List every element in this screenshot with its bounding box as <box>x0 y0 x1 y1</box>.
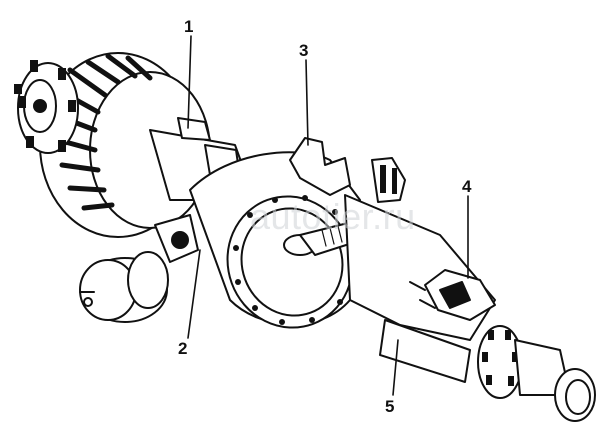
differential-housing <box>189 151 369 329</box>
callout-3: 3 <box>299 41 309 60</box>
leader-2 <box>187 249 201 339</box>
leader-lines <box>187 35 469 396</box>
upper-bracket <box>289 137 406 203</box>
spindle-right <box>477 325 596 422</box>
callout-2: 2 <box>178 339 188 358</box>
leader-1 <box>187 35 192 129</box>
spring-seat-right <box>424 269 496 321</box>
callout-4: 4 <box>462 177 472 196</box>
callout-1: 1 <box>184 17 194 36</box>
brake-chamber <box>79 214 199 323</box>
leader-3 <box>305 59 309 146</box>
leader-5 <box>392 339 399 396</box>
watermark-text: autotier.ru <box>250 196 416 237</box>
callout-5: 5 <box>385 397 395 416</box>
